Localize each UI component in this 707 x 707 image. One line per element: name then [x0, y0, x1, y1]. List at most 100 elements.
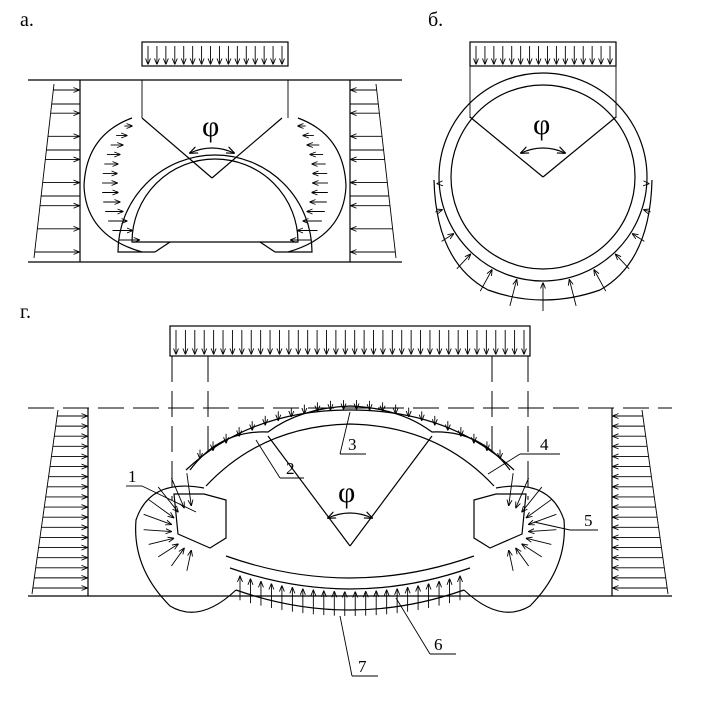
panel-g-vault-inner: [205, 423, 495, 487]
callout-5-leader: [533, 521, 571, 531]
callout-2-leader: [255, 439, 281, 479]
callout-5: 5: [533, 511, 598, 531]
callout-2-label: 2: [286, 459, 295, 478]
panel-g-label: г.: [20, 301, 31, 323]
panel-b-angle-symbol: φ: [533, 108, 550, 141]
bulb-arrow: [143, 513, 172, 524]
panel-a-angle-left-ray: [141, 117, 213, 179]
panel-g-left-lateral-load: [31, 409, 87, 595]
callout-7: 7: [339, 615, 378, 677]
panel-b-lining-inner: [450, 84, 636, 270]
callout-4-leader: [487, 453, 521, 475]
panel-g-right-bulb: [463, 485, 565, 613]
panel-a-angle-right-ray: [211, 117, 283, 179]
callout-7-leader: [339, 615, 353, 677]
panel-a-lining-outer: [117, 154, 313, 253]
panel-g-left-bulb: [135, 485, 237, 613]
panel-b-lining-outer: [438, 72, 648, 282]
bulb-arrow: [186, 551, 191, 571]
panel-g-invert-envelope: [235, 589, 465, 611]
callout-6: 6: [395, 597, 456, 655]
panel-g-left-support: [173, 493, 227, 549]
panel-g-invert-bottom: [229, 567, 471, 590]
panel-a-invert-right-joint: [259, 241, 276, 253]
callout-4: 4: [487, 435, 560, 475]
panel-g-angle-arc: [328, 513, 372, 518]
panel-g-top-load-arrows: [176, 330, 524, 354]
panel-g-angle-right-ray: [349, 435, 433, 547]
reaction-arrow: [644, 210, 651, 212]
panel-g-invert-top: [225, 555, 475, 579]
callout-1: 1: [126, 467, 197, 513]
panel-b-angle-arc: [521, 148, 565, 153]
bulb-arrow: [170, 477, 184, 508]
panel-a-right-pressure-curve: [287, 117, 347, 253]
panel-a-left-lateral-load: [33, 83, 80, 259]
panel-g-bulb-arrows: [143, 473, 557, 571]
panel-g-invert-arrows: [240, 576, 460, 616]
panel-b-label: б.: [428, 9, 443, 31]
panel-b: б. φ: [428, 9, 653, 311]
bulb-arrow: [516, 477, 530, 508]
panel-a: а. φ: [20, 9, 402, 263]
panel-b-reaction-envelope: [433, 179, 653, 301]
panel-g-right-lateral-load: [613, 409, 669, 595]
reaction-arrow: [456, 254, 471, 270]
bulb-arrow: [148, 538, 174, 545]
reaction-arrow: [509, 280, 517, 306]
reaction-arrow: [569, 280, 577, 306]
panel-a-invert-left-joint: [154, 241, 171, 253]
panel-a-angle-symbol: φ: [202, 110, 219, 143]
panel-b-angle-left-ray: [469, 116, 544, 178]
callout-6-leader: [395, 597, 431, 655]
bulb-arrow: [143, 530, 172, 532]
panel-a-lining-inner: [131, 158, 299, 243]
reaction-arrow: [441, 234, 454, 242]
bulb-arrow: [526, 499, 552, 518]
panel-g-right-support: [473, 493, 527, 549]
lateral-load-envelope: [31, 409, 59, 595]
bulb-arrow: [529, 513, 557, 524]
bulb-arrow: [186, 473, 191, 505]
reaction-arrow: [632, 234, 645, 242]
bulb-arrow: [522, 486, 543, 512]
bulb-arrow: [529, 530, 557, 532]
reaction-arrow: [594, 270, 607, 292]
reaction-arrow: [616, 254, 630, 270]
reaction-arrow: [435, 210, 442, 212]
panel-a-angle-arc: [190, 148, 234, 153]
panel-a-top-load-arrows: [148, 46, 282, 64]
bulb-arrow: [148, 499, 174, 518]
panel-b-top-load-arrows: [476, 46, 610, 64]
panel-g-angle-symbol: φ: [338, 476, 355, 509]
panel-a-side-pressure-hatching: [102, 126, 328, 240]
callout-6-label: 6: [434, 635, 443, 654]
callout-3-label: 3: [348, 435, 357, 454]
bulb-arrow: [157, 544, 178, 558]
panel-a-right-lateral-load: [350, 83, 397, 259]
bulb-arrow: [509, 473, 514, 505]
panel-g-vault-load-arrows: [200, 400, 500, 458]
panel-b-angle-right-ray: [542, 116, 617, 178]
callout-3-leader: [339, 411, 351, 455]
panel-a-left-pressure-curve: [83, 117, 143, 253]
callout-4-label: 4: [540, 435, 549, 454]
panel-g-top-load-block: [169, 325, 531, 357]
panel-a-label: а.: [20, 9, 34, 31]
panel-g-angle-left-ray: [267, 435, 351, 547]
bulb-arrow: [509, 551, 514, 571]
callout-1-label: 1: [128, 467, 137, 486]
panel-b-reaction-arrows: [435, 184, 651, 311]
panel-b-top-load-block: [469, 41, 617, 67]
callout-1-leader: [141, 485, 197, 513]
reaction-arrow: [479, 270, 492, 292]
bulb-arrow: [516, 548, 529, 567]
bulb-arrow: [157, 486, 178, 512]
panel-g: г. φ: [20, 301, 672, 677]
bulb-arrow: [522, 544, 543, 558]
bulb-arrow: [526, 538, 552, 545]
lateral-load-envelope: [375, 83, 397, 259]
callout-5-label: 5: [584, 511, 593, 530]
callout-7-label: 7: [358, 657, 367, 676]
